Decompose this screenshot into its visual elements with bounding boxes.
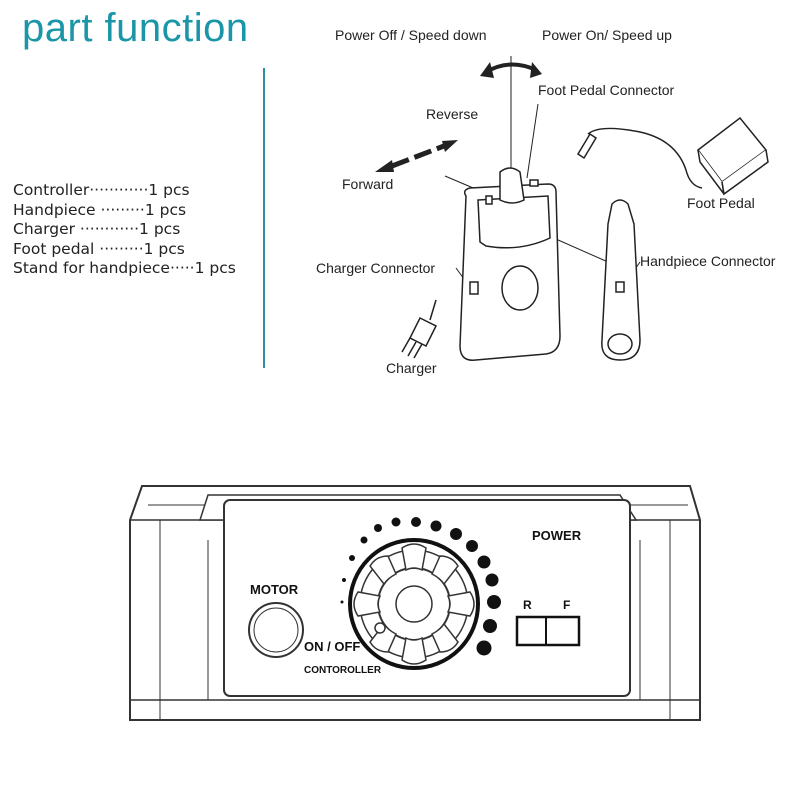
label-power: POWER: [532, 528, 582, 543]
label-reverse: Reverse: [426, 106, 478, 122]
speed-indicator-dots: [340, 517, 501, 656]
label-handpiece-connector: Handpiece Connector: [640, 253, 776, 269]
label-charger-connector: Charger Connector: [316, 260, 435, 276]
forward-reverse-arrow-icon: [375, 140, 458, 172]
label-on-off: ON / OFF: [304, 639, 360, 654]
charger-plug: [401, 299, 438, 359]
label-power-on: Power On/ Speed up: [542, 27, 672, 43]
parts-item-controller: Controller············1 pcs: [13, 181, 190, 199]
parts-item-charger: Charger ············1 pcs: [13, 220, 181, 239]
parts-item-stand: Stand for handpiece·····1 pcs: [13, 259, 236, 278]
controller-device: [459, 167, 561, 361]
label-foot-pedal-connector: Foot Pedal Connector: [538, 82, 675, 98]
label-controller: CONTOROLLER: [304, 665, 382, 676]
label-forward: Forward: [342, 176, 393, 192]
divider-line: [263, 68, 265, 368]
motor-button[interactable]: [248, 602, 304, 658]
speed-knob[interactable]: [348, 538, 480, 670]
label-foot-pedal: Foot Pedal: [687, 195, 755, 211]
parts-item-foot-pedal: Foot pedal ·········1 pcs: [13, 239, 185, 258]
parts-item-handpiece: Handpiece ·········1 pcs: [13, 200, 187, 219]
label-power-off: Power Off / Speed down: [335, 27, 487, 43]
label-f: F: [563, 598, 570, 612]
label-motor: MOTOR: [250, 582, 299, 597]
parts-list: Controller············1 pcs Handpiece ··…: [13, 181, 236, 279]
label-charger: Charger: [386, 360, 437, 376]
direction-switch[interactable]: [515, 615, 581, 647]
page-title: part function: [22, 6, 249, 50]
label-r: R: [523, 598, 532, 612]
foot-pedal-device: [576, 116, 769, 196]
handpiece-device: [601, 199, 641, 361]
